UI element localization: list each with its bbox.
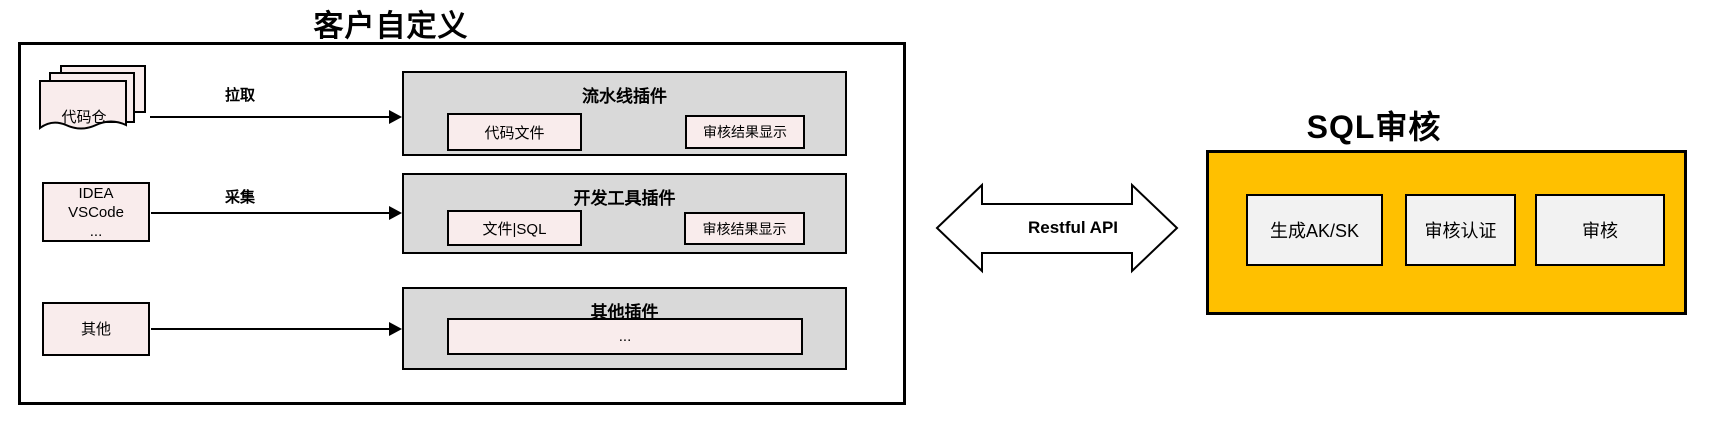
document-stack-icon — [39, 65, 146, 130]
pipeline-plugin-panel: 流水线插件 代码文件 审核结果显示 — [402, 71, 847, 156]
other-plugin-panel: 其他插件 ... — [402, 287, 847, 370]
ide-node-line1: IDEA — [78, 184, 114, 202]
devtool-plugin-title: 开发工具插件 — [573, 189, 676, 208]
collect-arrow-label: 采集 — [224, 189, 255, 206]
plugin-item-code-file: 代码文件 — [447, 113, 582, 151]
sql-audit-item-auth: 审核认证 — [1405, 194, 1516, 266]
ide-node-line2: VSCode — [68, 203, 124, 221]
pipeline-plugin-title: 流水线插件 — [582, 87, 667, 106]
sql-audit-item-audit: 审核 — [1535, 194, 1665, 266]
other-source-label: 其他 — [80, 320, 111, 338]
sql-audit-title: SQL审核 — [1306, 109, 1442, 145]
sql-audit-item-generate-aksk: 生成AK/SK — [1246, 194, 1383, 266]
other-source-node: 其他 — [42, 302, 150, 356]
plugin-item-file-sql: 文件|SQL — [447, 210, 582, 246]
plugin-item-audit-result: 审核结果显示 — [684, 212, 805, 245]
plugin-item-ellipsis: ... — [447, 318, 803, 355]
sql-audit-panel: 生成AK/SK 审核认证 审核 — [1206, 150, 1687, 315]
customer-section-title: 客户自定义 — [313, 10, 469, 43]
restful-api-label: Restful API — [1027, 218, 1119, 237]
pull-arrow-label: 拉取 — [224, 87, 255, 104]
ide-node: IDEA VSCode ... — [42, 182, 150, 242]
other-plugin-title: 其他插件 — [590, 303, 659, 322]
code-repo-node: 代码仓 — [38, 64, 150, 146]
plugin-item-audit-result: 审核结果显示 — [685, 115, 805, 149]
ide-node-line3: ... — [89, 222, 103, 240]
code-repo-label: 代码仓 — [61, 109, 107, 126]
devtool-plugin-panel: 开发工具插件 文件|SQL 审核结果显示 — [402, 173, 847, 254]
